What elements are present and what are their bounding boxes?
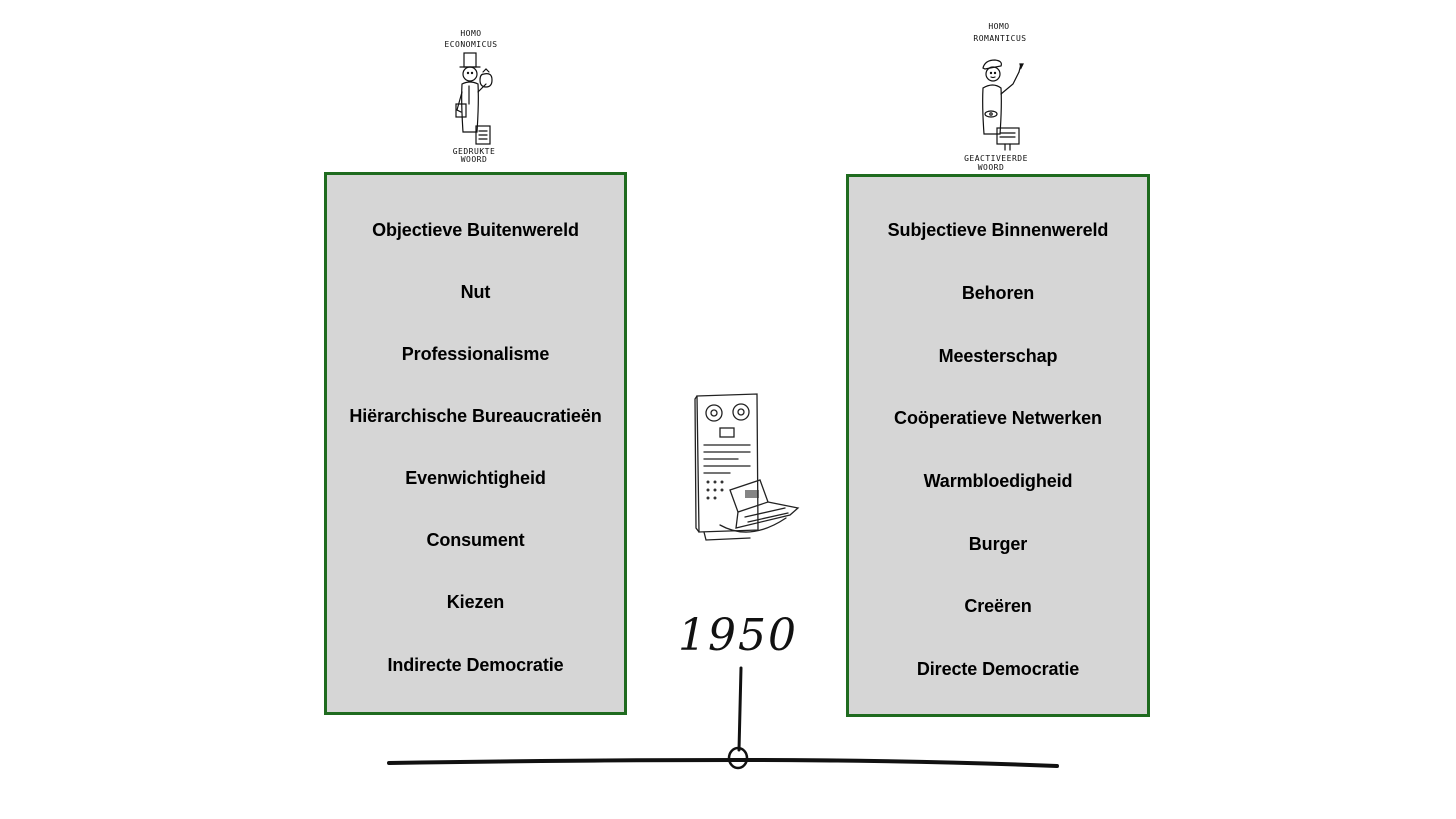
homo-economicus-title-line2: ECONOMICUS [444, 40, 497, 49]
timeline-axis-line [389, 760, 1057, 766]
list-item: Nut [327, 282, 624, 303]
homo-economicus-figure: HOMO ECONOMICUS GEDRUKTE WOORD [430, 22, 520, 167]
timeline-year-label: 1950 [678, 610, 798, 661]
list-item: Subjectieve Binnenwereld [849, 220, 1147, 241]
list-item: Burger [849, 534, 1147, 555]
timeline: 1950 [385, 600, 1065, 780]
list-item: Hiërarchische Bureaucratieën [327, 406, 624, 427]
homo-romanticus-title-line1: HOMO [988, 22, 1009, 31]
list-item: Evenwichtigheid [327, 468, 624, 489]
list-item: Warmbloedigheid [849, 471, 1147, 492]
list-item: Consument [327, 530, 624, 551]
homo-romanticus-caption-line1: GEACTIVEERDE [964, 154, 1028, 163]
list-item: Behoren [849, 283, 1147, 304]
list-item: Coöperatieve Netwerken [849, 408, 1147, 429]
artist-with-brush-icon [983, 60, 1023, 150]
homo-romanticus-caption-line2: WOORD [978, 163, 1005, 172]
list-item: Meesterschap [849, 346, 1147, 367]
mainframe-computer-icon [690, 390, 805, 545]
businessman-top-hat-icon [456, 53, 492, 144]
timeline-marker-stem [739, 668, 741, 750]
homo-economicus-title-line1: HOMO [460, 29, 481, 38]
list-item: Professionalisme [327, 344, 624, 365]
homo-romanticus-title-line2: ROMANTICUS [973, 34, 1026, 43]
homo-economicus-caption-line2: WOORD [461, 155, 488, 164]
homo-romanticus-figure: HOMO ROMANTICUS GEACTIVEERDE WOORD [955, 16, 1045, 174]
list-item: Objectieve Buitenwereld [327, 220, 624, 241]
